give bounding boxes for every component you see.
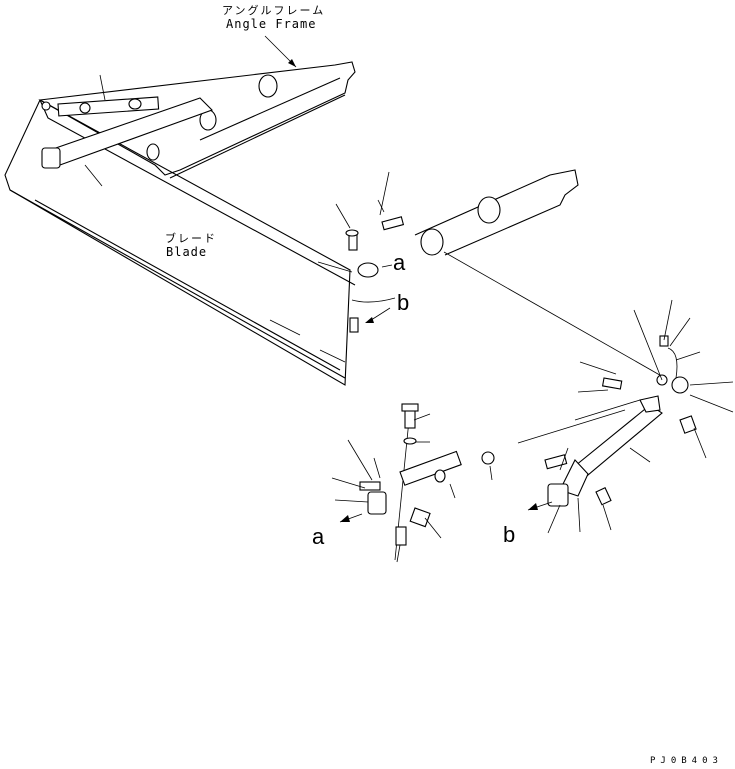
frame-bushing-4 xyxy=(420,228,444,256)
blade-joint xyxy=(335,171,405,333)
right-leaders xyxy=(517,299,734,534)
reference-a-upper: a xyxy=(393,250,406,275)
frame-bushing xyxy=(258,74,278,98)
blade-label-jp: ブレード xyxy=(165,232,217,245)
washer xyxy=(403,437,417,445)
brace-clevis xyxy=(41,147,61,169)
pin xyxy=(381,216,405,231)
reference-b-upper: b xyxy=(397,290,410,315)
blade xyxy=(4,99,356,386)
rod-eye xyxy=(481,451,495,465)
lower-leaders xyxy=(331,413,493,563)
clevis-lower xyxy=(367,491,387,515)
brace-arm-upper xyxy=(41,97,214,187)
angle-frame-label-jp: アングルフレーム xyxy=(222,4,326,17)
frame-bushing-3 xyxy=(477,196,501,224)
blade-label-en: Blade xyxy=(166,245,208,259)
angle-frame-label-en: Angle Frame xyxy=(226,17,317,31)
tilt-cylinder-upper xyxy=(57,74,160,117)
frame-pin-boss xyxy=(146,143,160,161)
angle-frame-right xyxy=(414,169,666,379)
joint-a xyxy=(357,262,379,278)
cylinder-body xyxy=(399,450,462,486)
cylinder-assembly-lower xyxy=(339,403,495,561)
reference-a-lower: a xyxy=(312,524,325,549)
blade-mount xyxy=(41,101,51,111)
grease-fitting xyxy=(395,526,407,546)
reference-b-lower: b xyxy=(503,522,516,547)
angle-frame xyxy=(38,61,356,179)
arrow-head xyxy=(288,59,296,67)
brace-eye xyxy=(671,376,689,394)
drawing-code: PJ0B403 xyxy=(650,756,723,766)
brace-assembly-right xyxy=(527,335,697,511)
